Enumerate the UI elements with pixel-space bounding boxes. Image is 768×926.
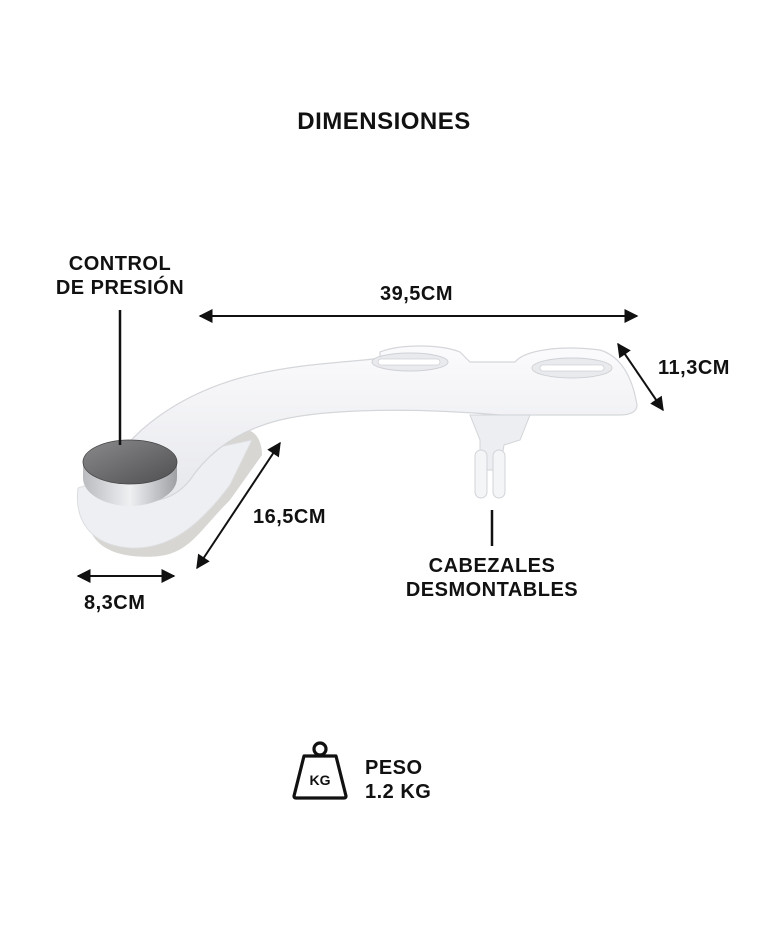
nozzle-right — [492, 449, 506, 499]
weight-block: PESO 1.2 KG — [365, 756, 431, 804]
label-width: 11,3CM — [658, 357, 730, 379]
knob-top — [82, 439, 178, 485]
label-removable-heads-line1: CABEZALES — [428, 555, 556, 577]
dim-arm-arrow — [196, 441, 281, 570]
label-base-width: 8,3CM — [84, 592, 146, 614]
weight-icon-text: KG — [310, 772, 331, 788]
page-title: DIMENSIONES — [297, 108, 471, 135]
weight-icon: KG — [292, 741, 348, 800]
dim-width-arrow — [617, 342, 664, 412]
label-length: 39,5CM — [380, 283, 454, 305]
weight-value: 1.2 KG — [365, 781, 432, 803]
label-pressure-control-line2: DE PRESIÓN — [55, 277, 185, 299]
nozzle-left — [474, 449, 488, 499]
label-removable-heads-line2: DESMONTABLES — [405, 579, 579, 601]
label-removable-heads: CABEZALES DESMONTABLES — [372, 554, 612, 602]
label-pressure-control-line1: CONTROL — [68, 253, 172, 275]
label-arm-depth: 16,5CM — [253, 506, 327, 528]
weight-label: PESO — [365, 757, 423, 779]
label-pressure-control: CONTROL DE PRESIÓN — [40, 252, 200, 300]
bidet-device — [76, 345, 638, 557]
